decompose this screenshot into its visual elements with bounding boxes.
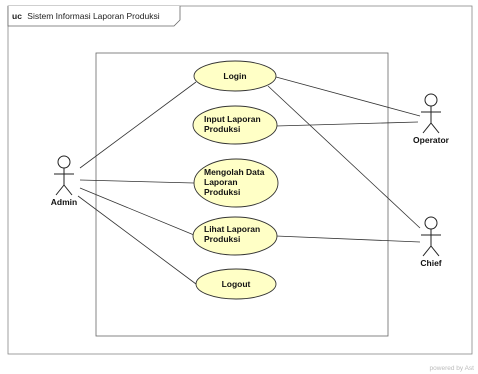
frame-keyword: uc xyxy=(12,11,22,21)
associations xyxy=(77,76,421,285)
use-case-input-laporan[interactable]: Input Laporan Produksi xyxy=(192,105,278,145)
use-case-label: Mengolah Data xyxy=(204,167,265,177)
actor-head xyxy=(424,216,438,230)
assoc-operator-input xyxy=(275,121,419,127)
use-case-label: Produksi xyxy=(204,187,240,197)
actor-leg-right xyxy=(63,184,73,196)
use-case-label: Input Laporan xyxy=(204,114,261,124)
assoc-operator-login xyxy=(275,76,421,117)
frame-title-tab xyxy=(7,6,181,27)
use-case-login[interactable]: Login xyxy=(193,60,277,92)
frame-title-text: Sistem Informasi Laporan Produksi xyxy=(27,11,159,21)
actor-chief[interactable] xyxy=(421,216,441,257)
assoc-admin-lihat xyxy=(79,187,195,236)
assoc-admin-logout xyxy=(77,195,197,285)
use-case-label: Logout xyxy=(222,279,251,289)
use-case-label: Produksi xyxy=(204,124,240,134)
use-case-label: Lihat Laporan xyxy=(204,224,260,234)
use-case-label: Laporan xyxy=(204,177,238,187)
actor-head xyxy=(57,155,71,169)
actor-leg-right xyxy=(430,245,440,257)
actor-leg-left xyxy=(422,245,432,257)
actor-leg-right xyxy=(430,122,440,134)
actor-leg-left xyxy=(422,122,432,134)
assoc-admin-mengolah xyxy=(79,179,195,184)
frame-title: uc Sistem Informasi Laporan Produksi xyxy=(12,11,160,21)
assoc-admin-login xyxy=(79,81,197,169)
use-case-label: Login xyxy=(223,71,246,81)
actor-admin[interactable] xyxy=(54,155,74,196)
actor-leg-left xyxy=(55,184,65,196)
use-case-lihat-laporan[interactable]: Lihat Laporan Produksi xyxy=(192,216,278,256)
actor-label-admin: Admin xyxy=(51,197,77,207)
assoc-chief-lihat xyxy=(275,235,421,243)
actor-operator[interactable] xyxy=(421,93,441,134)
use-case-mengolah-data[interactable]: Mengolah Data Laporan Produksi xyxy=(193,158,279,208)
assoc-chief-login xyxy=(267,85,421,229)
diagram-frame xyxy=(7,5,473,355)
watermark-text: powered by Ast xyxy=(430,365,475,372)
actor-head xyxy=(424,93,438,107)
actor-label-chief: Chief xyxy=(420,258,441,268)
actor-label-operator: Operator xyxy=(413,135,450,145)
use-case-logout[interactable]: Logout xyxy=(195,268,277,300)
use-case-label: Produksi xyxy=(204,234,240,244)
